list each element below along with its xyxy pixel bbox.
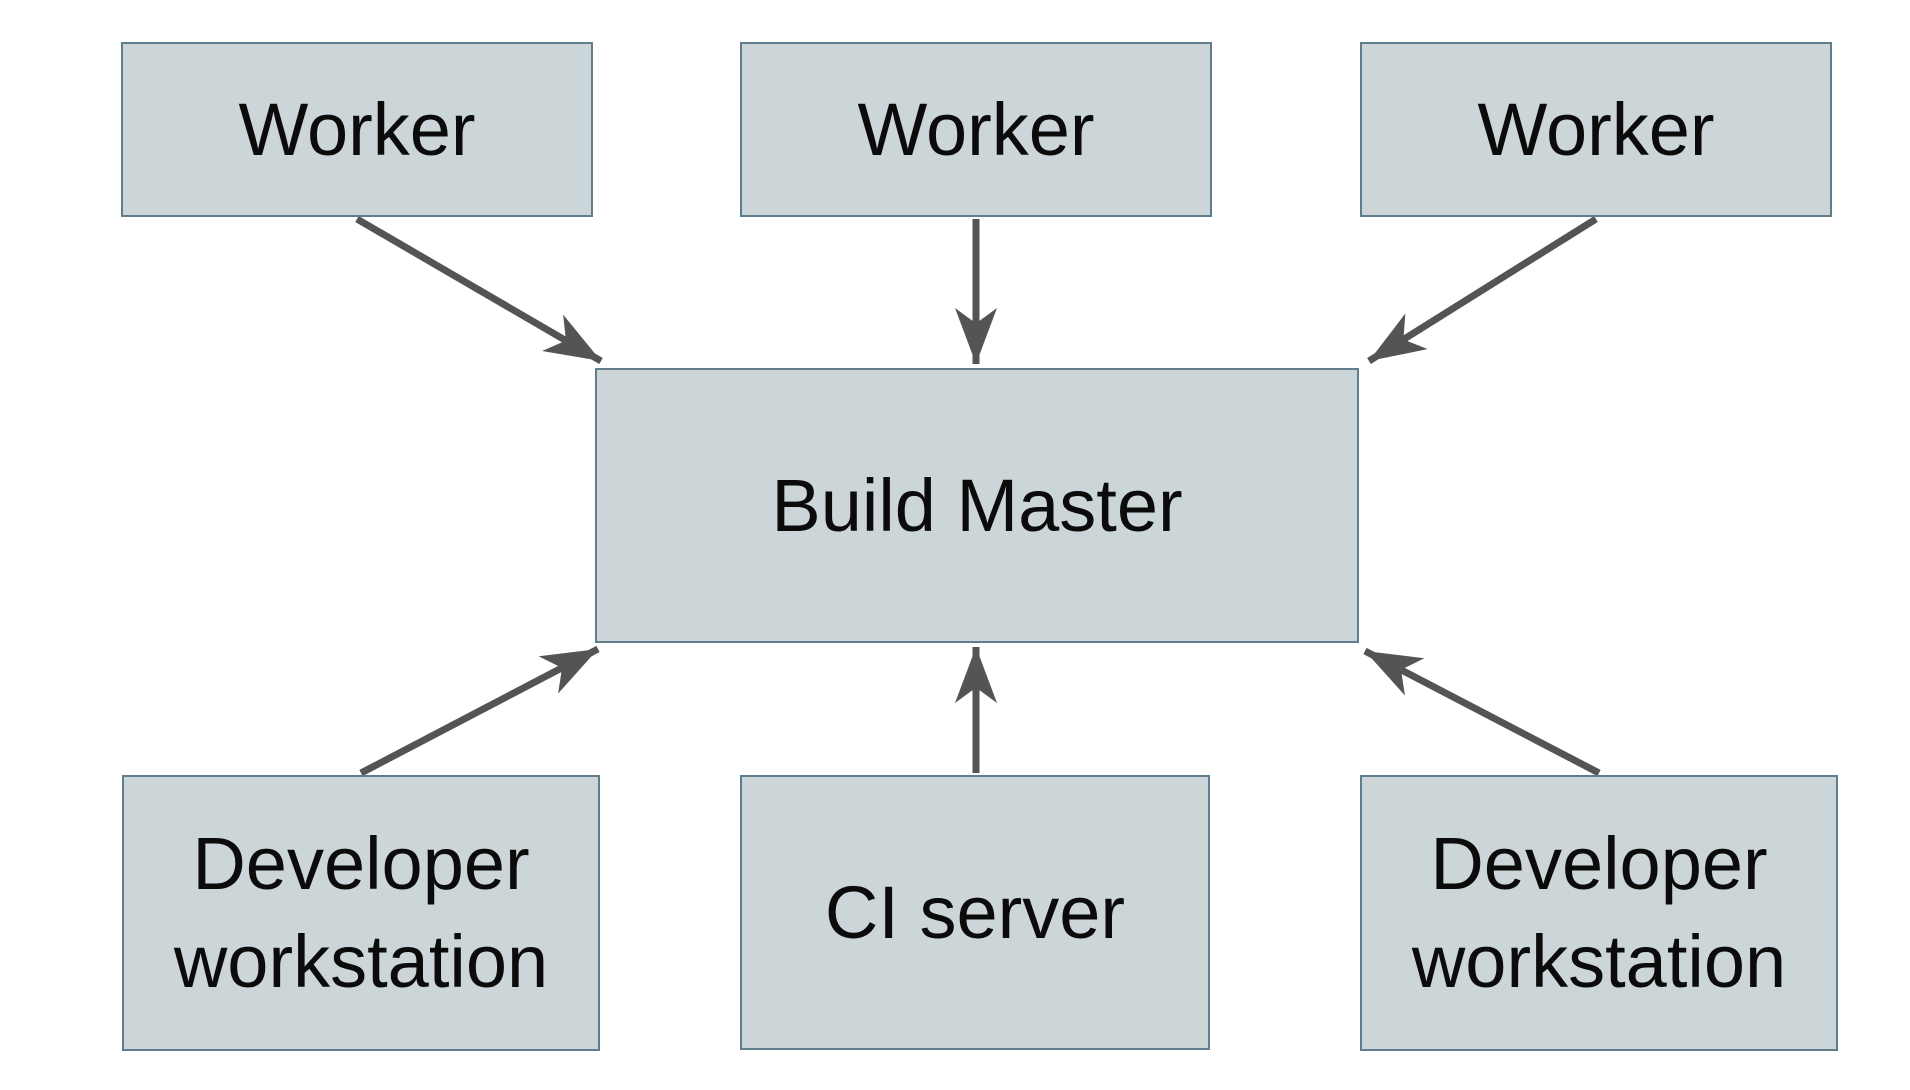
node-developer-workstation-right: Developer workstation xyxy=(1360,775,1838,1051)
node-build-master-label: Build Master xyxy=(771,463,1183,547)
node-worker-3-label: Worker xyxy=(1477,87,1715,171)
node-worker-2: Worker xyxy=(740,42,1212,217)
node-worker-3: Worker xyxy=(1360,42,1832,217)
arrow-dev-right-to-build-master xyxy=(1363,647,1601,777)
node-worker-1-label: Worker xyxy=(238,87,476,171)
arrow-dev-left-to-build-master xyxy=(359,645,600,777)
node-build-master: Build Master xyxy=(595,368,1359,643)
node-developer-workstation-right-label: Developer workstation xyxy=(1411,822,1787,1003)
node-worker-2-label: Worker xyxy=(857,87,1095,171)
node-developer-workstation-left: Developer workstation xyxy=(122,775,600,1051)
node-ci-server: CI server xyxy=(740,775,1210,1050)
arrow-worker1-to-build-master xyxy=(355,215,603,365)
node-ci-server-label: CI server xyxy=(824,870,1126,954)
arrow-worker3-to-build-master xyxy=(1367,216,1598,364)
node-worker-1: Worker xyxy=(121,42,593,217)
node-developer-workstation-left-label: Developer workstation xyxy=(173,822,549,1003)
